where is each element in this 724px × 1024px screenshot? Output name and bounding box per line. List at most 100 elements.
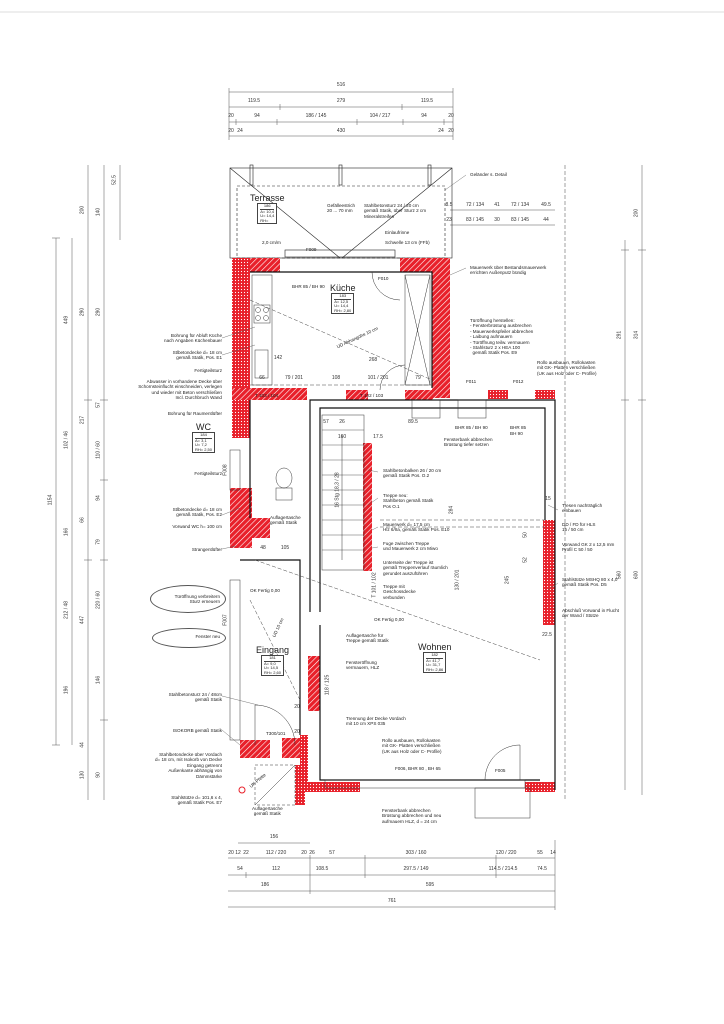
dim-label: 54 bbox=[237, 866, 243, 872]
dim-label: 24 bbox=[237, 128, 243, 134]
dim-label: 22.5 bbox=[542, 632, 552, 638]
dim-label: 291 bbox=[616, 330, 623, 340]
dim-label: 119.5 bbox=[247, 98, 261, 104]
dim-label: 20 bbox=[228, 128, 234, 134]
dim-label: 90 bbox=[95, 772, 102, 778]
dim-label: 94 bbox=[95, 495, 102, 501]
note-stair-new: Treppe neu: Stahlbeton gemäß Statik Pos … bbox=[383, 493, 434, 509]
window-label: F012 bbox=[513, 379, 524, 384]
hidden-lines bbox=[249, 165, 566, 800]
dim-label: 449 bbox=[63, 315, 70, 325]
note-drywall: Vorwand GK 2 x 12,5 mm Profil C 50 / 50 bbox=[562, 542, 615, 553]
dim-label: 290 bbox=[79, 307, 86, 317]
room-number: 184 bbox=[195, 432, 213, 439]
dim-label: 66 bbox=[79, 517, 86, 523]
stair-label: 16 Stg 18,3 / 28 bbox=[334, 472, 341, 508]
window-sill-label: BHR 85 bbox=[510, 425, 527, 430]
note-shutter-wohnen: Rollo ausbauen, Rollokasten mit GK- Plat… bbox=[382, 738, 442, 754]
dim-label: 245 bbox=[504, 575, 511, 585]
dim-label: 41 bbox=[494, 202, 500, 208]
room-height: RH= 2,50 bbox=[195, 446, 213, 452]
dim-label: 79 / 201 bbox=[284, 375, 304, 381]
dim-label: 74.5 bbox=[537, 866, 547, 872]
dim-label: 14 bbox=[550, 850, 556, 856]
dim-label: 57 bbox=[95, 402, 102, 408]
room-name: Wohnen bbox=[418, 642, 452, 652]
room-perimeter: U= 31,7 bbox=[426, 662, 441, 668]
dim-label: 595 bbox=[425, 882, 435, 888]
dim-label: 57 bbox=[323, 419, 329, 425]
dim-label: 220 / 60 bbox=[95, 590, 102, 610]
dim-label: 105 bbox=[280, 545, 290, 551]
dim-label: 20 bbox=[294, 704, 300, 710]
room-number: 181 bbox=[264, 655, 282, 662]
dim-label: 166 bbox=[63, 527, 70, 537]
dim-label: 48 bbox=[260, 545, 266, 551]
room-perimeter: U= 7,2 bbox=[195, 442, 207, 448]
dim-label: 26 bbox=[309, 850, 315, 856]
window-sill-label: BHR 85 / BH 90 bbox=[455, 425, 488, 430]
window-sill-label: BH 90 bbox=[510, 431, 523, 436]
room-area: A= 12,5 bbox=[334, 298, 349, 304]
dim-label: 20 bbox=[448, 113, 454, 119]
dim-label: 140 bbox=[95, 207, 102, 217]
room-name: Terrasse bbox=[250, 193, 285, 203]
dim-label: 79 bbox=[95, 539, 102, 545]
dim-label: 24 bbox=[438, 128, 444, 134]
dim-label: 55 bbox=[537, 850, 543, 856]
dim-label: 130 bbox=[79, 770, 86, 780]
dim-label: 30 bbox=[494, 217, 500, 223]
dimension-lines bbox=[55, 91, 643, 908]
dim-label: 314 bbox=[633, 330, 640, 340]
dim-label: 83 / 145 bbox=[510, 217, 530, 223]
dim-label: 52 bbox=[522, 557, 529, 563]
floor-level-label: OK Fertig 0,00 bbox=[374, 617, 404, 622]
fixtures bbox=[229, 271, 531, 819]
dim-label: 94 bbox=[421, 113, 427, 119]
note-window-brickup: Fensteröffnung vermauern, HLZ bbox=[346, 660, 380, 671]
note-drain: Einlaufrinne bbox=[385, 230, 410, 235]
room-area: A= 9,0 bbox=[264, 660, 276, 666]
note-slab-e2: Stlbetondecke d= 18 cm gemäß Statik, Pos… bbox=[172, 507, 222, 518]
dim-label: 44 bbox=[543, 217, 549, 223]
window-label: F010 bbox=[378, 276, 389, 281]
window-label: F011 bbox=[466, 379, 477, 384]
dim-label: 196 bbox=[63, 685, 70, 695]
note-stack-vent: Strangentlüfter bbox=[191, 547, 222, 552]
room-number: 183 bbox=[334, 293, 352, 300]
note-beam-o2: Stahlbetonbalken 26 / 20 cm gemäß Statik… bbox=[383, 468, 442, 479]
dim-label: 52.5 bbox=[111, 175, 118, 185]
dim-label: 130 / 201 bbox=[454, 569, 461, 591]
dim-label: 186 bbox=[260, 882, 270, 888]
dim-label: 8.5 bbox=[445, 202, 453, 208]
dim-label: 560 bbox=[616, 570, 623, 580]
note-precast-lintel: Fertigteilsturz bbox=[194, 368, 222, 373]
note-vent-bore: Bohrung für Raumentlüfter bbox=[167, 411, 222, 416]
dim-label: 72 / 134 bbox=[465, 202, 485, 208]
note-stair-pocket: Auflagertasche für Treppe gemäß Statik bbox=[346, 633, 389, 644]
note-bearing-pocket-wc: Auflagertasche gemäß Statik bbox=[270, 515, 301, 526]
dim-label: 12 bbox=[235, 850, 241, 856]
dim-label: 279 bbox=[336, 98, 346, 104]
dim-label: 142 bbox=[273, 355, 283, 361]
room-perimeter: U= 14,4 bbox=[334, 303, 349, 309]
dim-label: 79 bbox=[415, 375, 421, 381]
note-kitchen-exhaust: Bohrung für Abluft Küche nach Angaben Kü… bbox=[164, 333, 222, 344]
window-label: F009 bbox=[306, 247, 317, 252]
dim-label: 57 bbox=[329, 850, 335, 856]
dim-label: 83 / 145 bbox=[465, 217, 485, 223]
dim-label: 17.5 bbox=[373, 434, 383, 440]
slope-label: 2,0 cm/m bbox=[262, 240, 281, 245]
note-joint: Fuge zwischen Treppe und Mauerwerk 2 cm … bbox=[383, 541, 438, 552]
note-screed: Gefälleestrich 20 ... 70 mm bbox=[327, 203, 356, 214]
note-canopy-separation: Trennung der Decke Vordach mit 10 cm XPS… bbox=[346, 716, 406, 727]
room-name: WC bbox=[196, 422, 211, 432]
room-height: RH= 2,86 bbox=[426, 666, 444, 672]
floor-level-label: OK Fertig 0,00 bbox=[250, 588, 280, 593]
